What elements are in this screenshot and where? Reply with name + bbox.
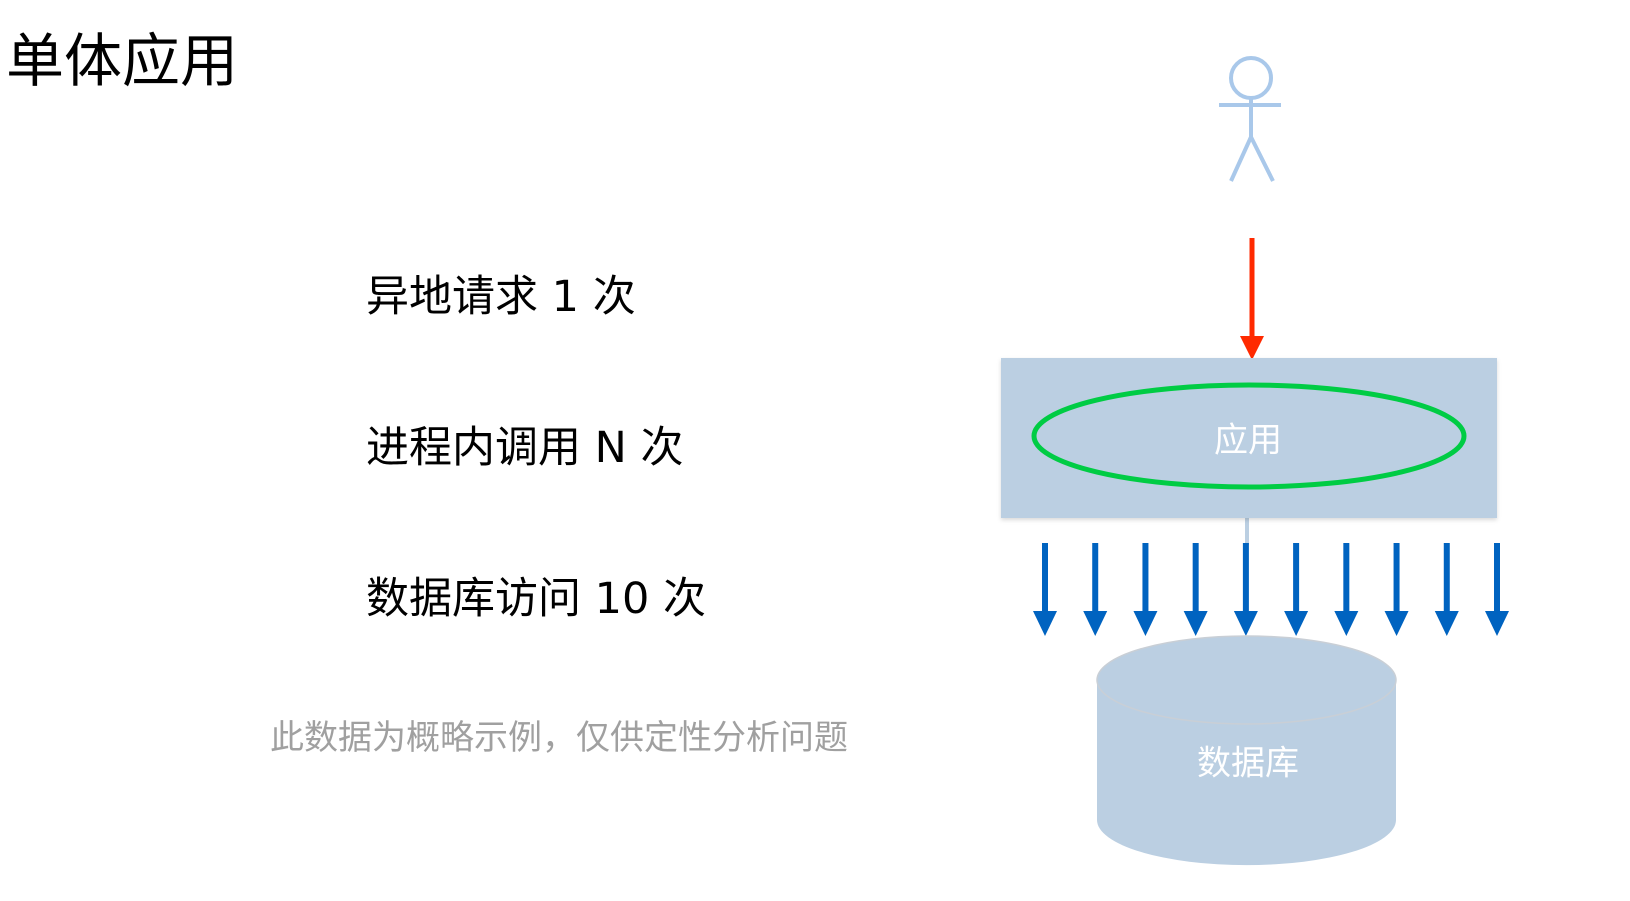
user-icon bbox=[1219, 56, 1281, 182]
stat-db-access: 数据库访问 10 次 bbox=[366, 574, 707, 624]
page-title: 单体应用 bbox=[6, 27, 239, 95]
disclaimer-note: 此数据为概略示例，仅供定性分析问题 bbox=[270, 718, 848, 758]
db-arrow bbox=[1384, 543, 1409, 636]
stat-in-process-calls: 进程内调用 N 次 bbox=[366, 423, 684, 473]
database-cylinder bbox=[1096, 635, 1397, 866]
db-arrow bbox=[1083, 543, 1108, 636]
request-arrow bbox=[1240, 238, 1264, 360]
db-arrow bbox=[1233, 543, 1258, 636]
db-access-arrows bbox=[1033, 543, 1509, 636]
db-arrow bbox=[1033, 543, 1057, 636]
application-label: 应用 bbox=[1214, 420, 1282, 461]
db-arrow bbox=[1485, 543, 1509, 636]
database-label: 数据库 bbox=[1197, 743, 1299, 784]
in-process-ellipse bbox=[1031, 382, 1467, 490]
db-arrow bbox=[1284, 543, 1309, 636]
db-arrow bbox=[1434, 543, 1459, 636]
db-arrow bbox=[1183, 543, 1208, 636]
db-arrow bbox=[1334, 543, 1359, 636]
db-arrow bbox=[1133, 543, 1158, 636]
stat-remote-requests: 异地请求 1 次 bbox=[366, 272, 636, 322]
